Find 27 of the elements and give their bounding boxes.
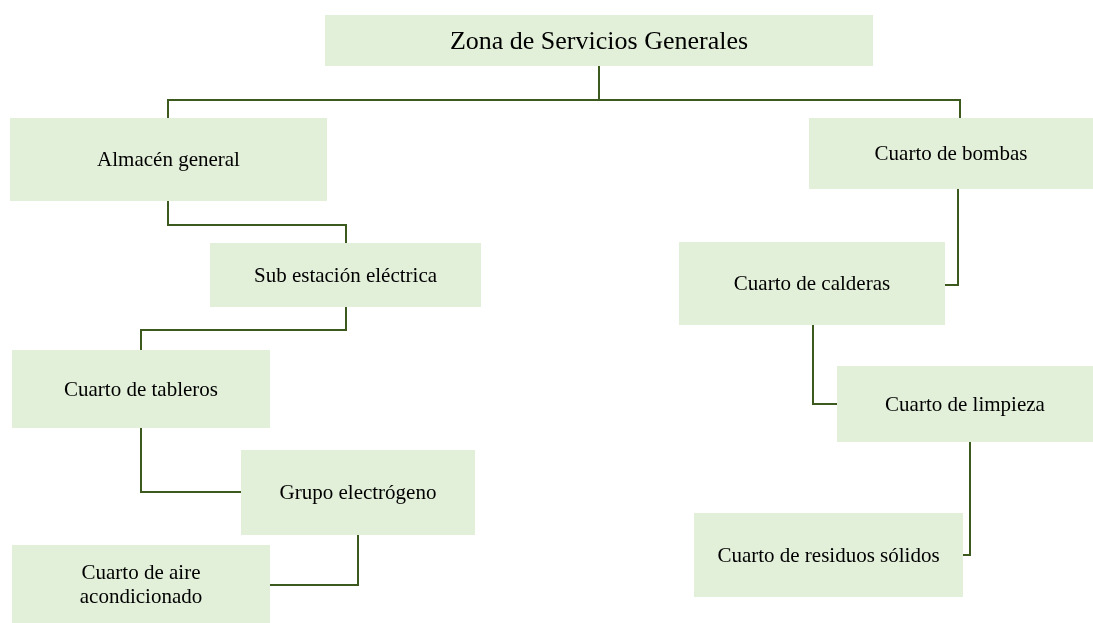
room-box: [325, 15, 873, 66]
room-box: [241, 450, 475, 535]
connector-line: [140, 427, 242, 493]
room-label: Cuarto de residuos sólidos: [717, 542, 940, 568]
room-box: [10, 118, 327, 201]
room-box: [679, 242, 945, 325]
room-label: Cuarto de aire acondicionado: [78, 559, 204, 609]
room-box: [12, 350, 270, 428]
room-label: Grupo electrógeno: [279, 480, 437, 505]
room-label: Cuarto de limpieza: [885, 391, 1045, 417]
room-box: [694, 513, 963, 597]
room-label: Sub estación eléctrica: [253, 262, 438, 288]
room-box: [809, 118, 1093, 189]
room-label: Cuarto de calderas: [733, 271, 891, 296]
room-box: [837, 366, 1093, 442]
connector-line: [167, 200, 347, 244]
connector-line: [944, 188, 959, 286]
connector-line: [962, 441, 971, 556]
room-label: Almacén general: [97, 147, 240, 172]
room-label: Cuarto de tableros: [64, 376, 218, 402]
room-label: Zona de Servicios Generales: [449, 25, 749, 56]
room-box: [210, 243, 481, 307]
connector-line: [812, 324, 838, 405]
room-box: [12, 545, 270, 623]
room-label: Cuarto de bombas: [874, 141, 1028, 166]
connector-line: [269, 534, 359, 586]
connector-line: [140, 306, 347, 351]
